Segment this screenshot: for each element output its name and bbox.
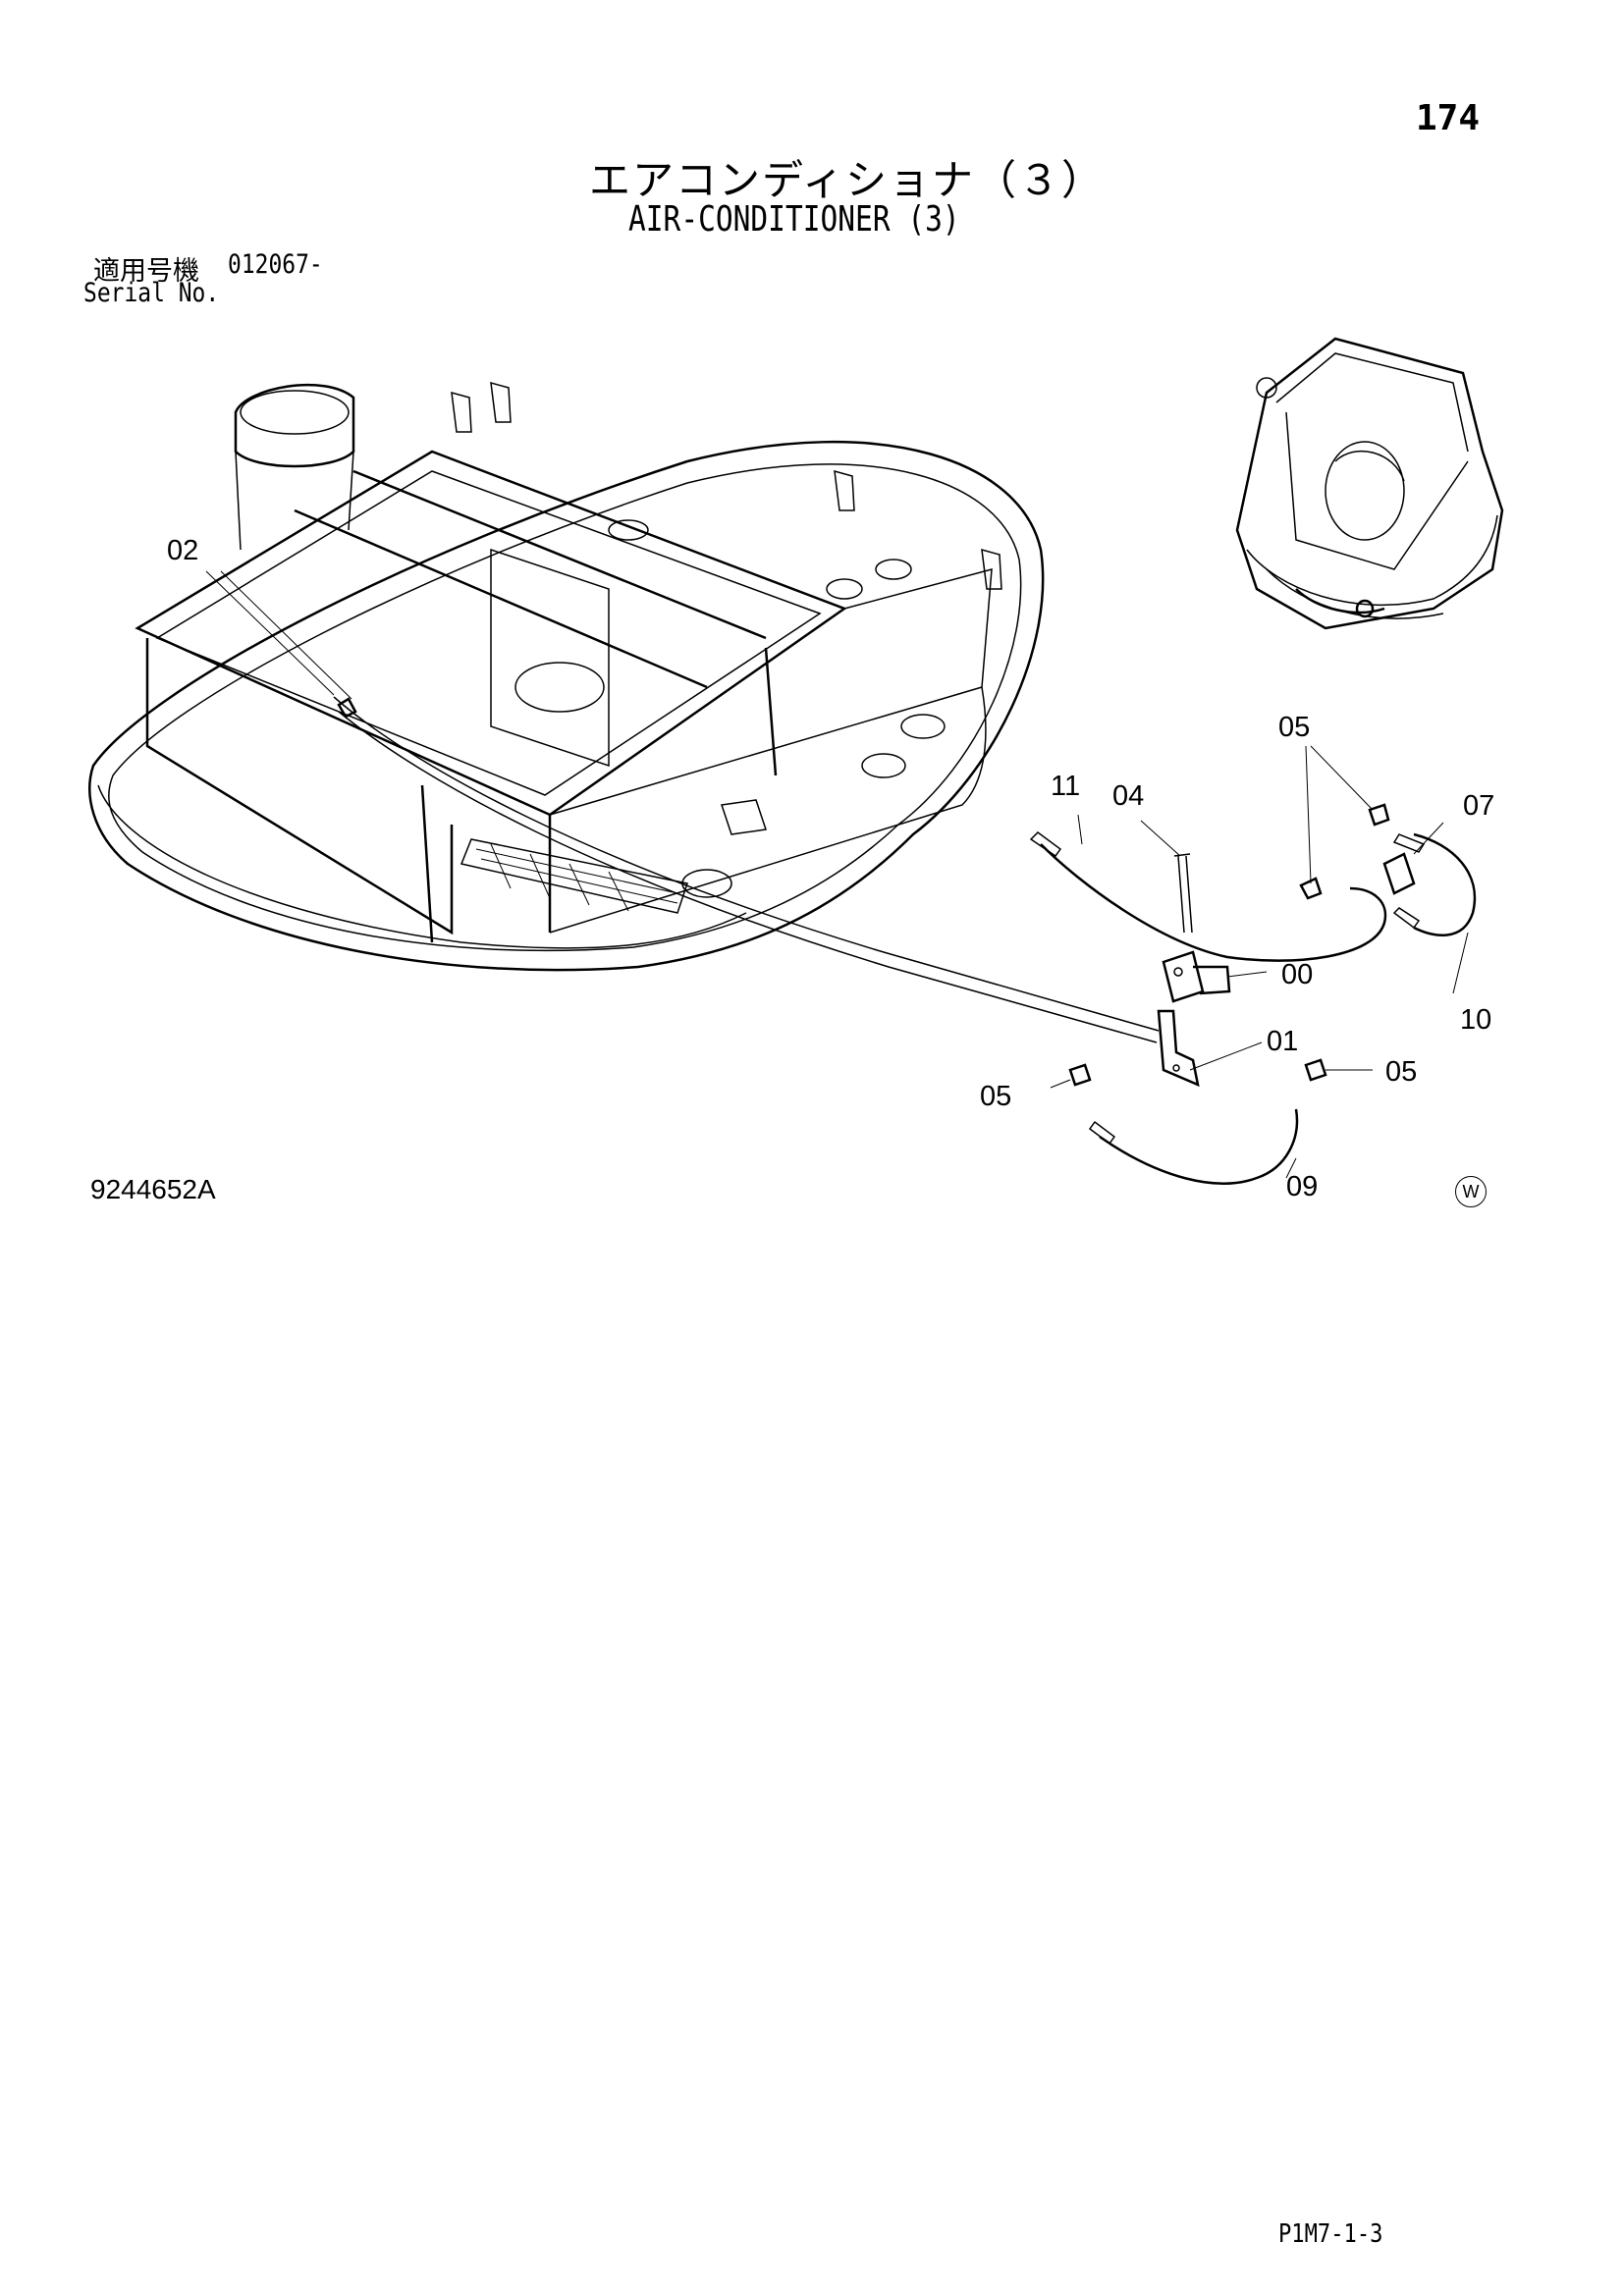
callout-07: 07 <box>1463 790 1494 822</box>
callout-05-right: 05 <box>1385 1056 1417 1088</box>
title-japanese: エアコンディショナ（３） <box>589 156 1106 204</box>
drawing-number: 9244652A <box>90 1174 216 1204</box>
title-english: AIR-CONDITIONER (3) <box>628 199 960 240</box>
serial-label-japanese: 適用号機 <box>93 256 199 287</box>
cab-inset-drawing <box>1235 337 1504 630</box>
callout-01: 01 <box>1267 1026 1298 1057</box>
footer-code: P1M7-1-3 <box>1278 2219 1383 2249</box>
callout-11: 11 <box>1051 771 1080 802</box>
serial-value: 012067- <box>228 249 323 280</box>
page-number: 174 <box>1416 98 1481 138</box>
revolving-frame-drawing <box>88 381 1160 1043</box>
callout-09: 09 <box>1286 1171 1318 1202</box>
callout-10: 10 <box>1460 1004 1491 1036</box>
callout-02: 02 <box>167 535 198 566</box>
callout-05-top: 05 <box>1278 712 1310 743</box>
leader-lines <box>205 570 1469 1179</box>
callout-04: 04 <box>1112 780 1144 812</box>
callout-00: 00 <box>1281 959 1313 990</box>
valve-assembly-drawing <box>1029 803 1477 1185</box>
w-mark-symbol: W <box>1455 1176 1487 1207</box>
serial-label-english: Serial No. <box>83 278 220 308</box>
callout-labels: 02 11 04 05 07 00 01 05 05 10 09 <box>167 535 1494 1202</box>
callout-05-left: 05 <box>980 1081 1011 1112</box>
